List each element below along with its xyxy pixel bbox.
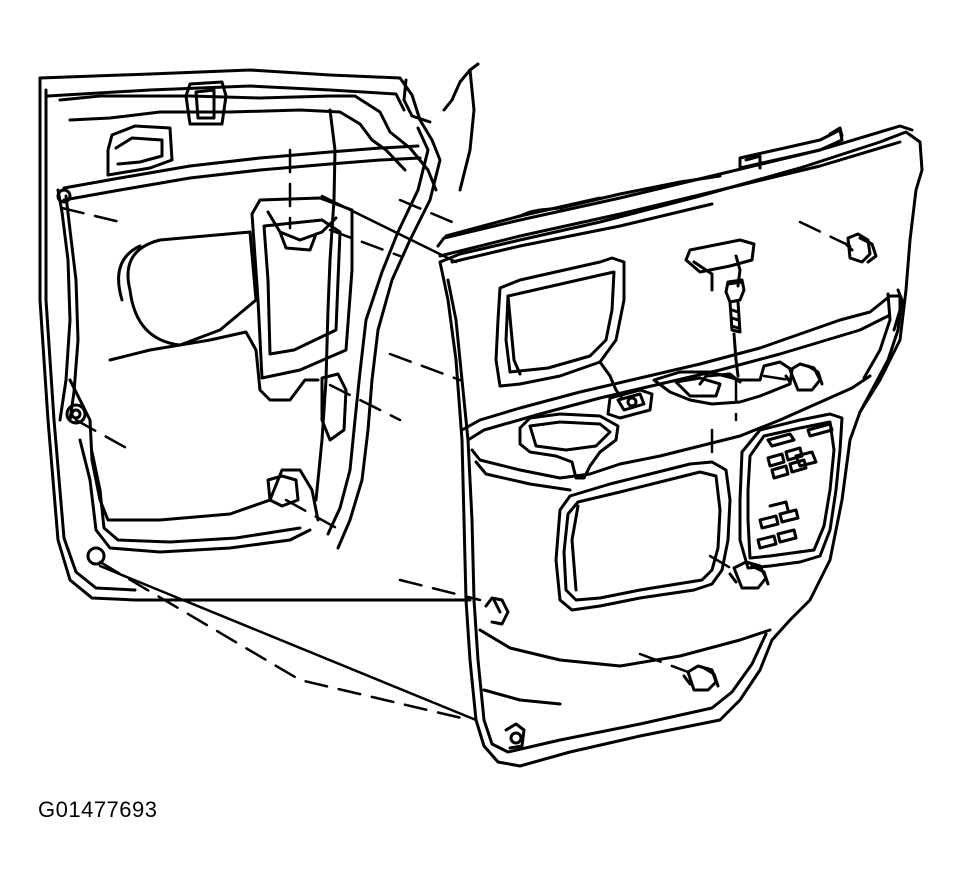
alignment-leader-lines: [60, 148, 852, 722]
screw-upper: [724, 278, 746, 378]
push-pin-right-middle: [784, 362, 824, 392]
push-pin-bottom: [682, 664, 720, 692]
solid-leader-lines: [98, 194, 478, 722]
fasteners: [682, 232, 878, 692]
push-pin-lower-middle: [728, 560, 770, 590]
figure-id-label: G01477693: [38, 797, 158, 822]
push-pin-top-right: [844, 232, 878, 264]
door-inner-cutouts: [56, 188, 354, 566]
door-trim-panel: [436, 124, 924, 768]
door-inner-frame: [38, 62, 480, 602]
